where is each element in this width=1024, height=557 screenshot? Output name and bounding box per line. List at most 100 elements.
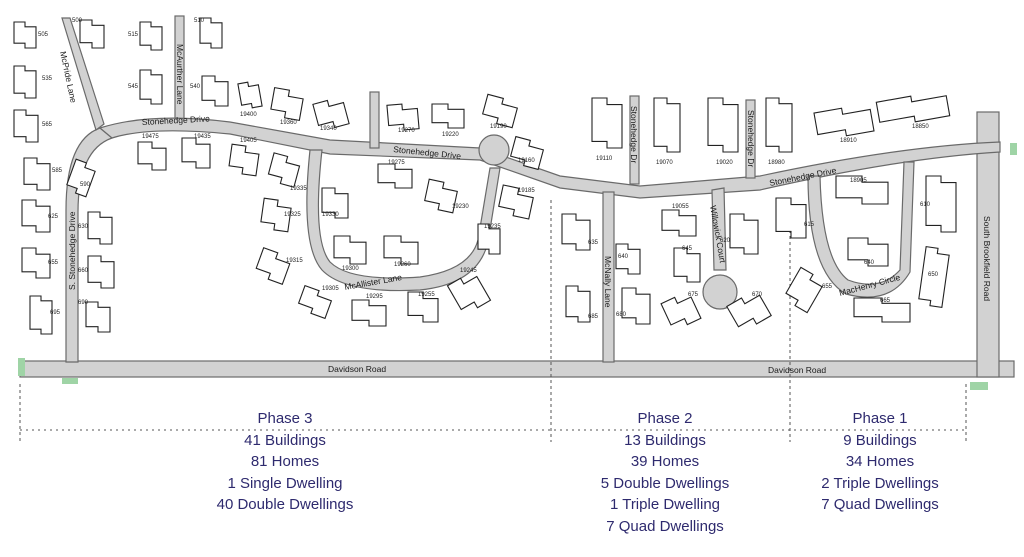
building-footprint: [726, 294, 772, 328]
buildings: [13, 17, 957, 335]
phase-buildings: 9 Buildings: [843, 431, 917, 449]
address-label: 680: [616, 312, 627, 318]
address-label: 19305: [322, 286, 339, 292]
building-footprint: [653, 97, 681, 153]
building-footprint: [765, 97, 793, 153]
building-footprint: [377, 163, 413, 189]
address-label: 665: [880, 298, 891, 304]
address-label: 645: [682, 246, 693, 252]
phase-2-summary: Phase 2 13 Buildings 39 Homes 5 Double D…: [570, 408, 760, 537]
phase-homes: 34 Homes: [845, 453, 915, 470]
building-footprint: [199, 17, 223, 49]
address-label: 19020: [716, 160, 733, 166]
building-footprint: [481, 93, 519, 129]
building-footprint: [270, 86, 304, 122]
building-footprint: [137, 141, 167, 171]
stonehedge-dr-west: [629, 95, 640, 185]
building-footprint: [66, 158, 96, 198]
building-footprint: [255, 247, 291, 285]
address-label: 625: [48, 214, 59, 220]
phase-line: 2 Triple Dwellings: [821, 474, 939, 492]
address-label: 19070: [656, 160, 673, 166]
address-label: 650: [928, 272, 939, 278]
address-label: 685: [588, 314, 599, 320]
address-label: 19335: [290, 186, 307, 192]
address-label: 18850: [912, 124, 929, 130]
machenry-circle: [807, 161, 915, 298]
address-label: 18905: [850, 178, 867, 184]
building-footprint: [660, 296, 702, 326]
address-label: 660: [78, 268, 89, 274]
phase-buildings: 41 Buildings: [244, 431, 326, 449]
address-label: 670: [752, 292, 763, 298]
address-label: 19295: [366, 294, 383, 300]
side-road-north: [369, 91, 380, 149]
building-footprint: [498, 184, 534, 220]
building-footprint: [228, 143, 260, 177]
address-label: 19190: [490, 124, 507, 130]
address-label: 19185: [518, 188, 535, 194]
address-label: 510: [194, 18, 205, 24]
address-label: 655: [822, 284, 833, 290]
phase-line: 5 Double Dwellings: [600, 474, 730, 492]
building-footprint: [351, 299, 387, 327]
building-footprint: [615, 243, 641, 275]
phase-3-summary: Phase 3 41 Buildings 81 Homes 1 Single D…: [190, 408, 380, 516]
label-mcnally-lane: McNally Lane: [603, 256, 613, 308]
building-footprint: [729, 213, 759, 255]
phase-buildings: 13 Buildings: [624, 431, 706, 449]
building-footprint: [13, 109, 39, 143]
address-label: 19270: [398, 128, 415, 134]
building-footprint: [312, 99, 350, 129]
label-s-stonehedge-drive: S. Stonehedge Drive: [67, 211, 77, 290]
building-footprint: [835, 175, 889, 205]
willowick-court: [711, 187, 727, 271]
building-footprint: [139, 69, 163, 105]
address-label: 640: [864, 260, 875, 266]
address-label: 630: [78, 224, 89, 230]
address-label: 655: [48, 260, 59, 266]
mcpride-lane: [61, 17, 105, 131]
label-stonehedge-dr: Stonehedge Dr: [746, 110, 756, 167]
building-footprint: [21, 247, 51, 279]
willowick-cul-de-sac: [702, 274, 738, 310]
address-label: 18980: [768, 160, 785, 166]
label-stonehedge-drive: Stonehedge Drive: [142, 113, 211, 127]
building-footprint: [386, 103, 420, 131]
building-footprint: [407, 291, 439, 323]
entrance-marker: [1010, 143, 1017, 155]
building-footprint: [87, 211, 113, 245]
address-label: 635: [588, 240, 599, 246]
building-footprint: [13, 21, 37, 49]
phase-1-summary: Phase 1 9 Buildings 34 Homes 2 Triple Dw…: [785, 408, 975, 516]
label-south-brookfield-road: South Brookfield Road: [982, 216, 992, 301]
building-footprint: [181, 137, 211, 169]
phase-line: 7 Quad Dwellings: [821, 496, 939, 513]
building-footprint: [237, 81, 263, 109]
address-label: 615: [804, 222, 815, 228]
building-footprint: [621, 287, 651, 325]
address-label: 19275: [388, 160, 405, 166]
phase-line: 1 Triple Dwelling: [609, 496, 721, 513]
address-label: 695: [50, 310, 61, 316]
building-footprint: [29, 295, 53, 335]
address-label: 19400: [240, 112, 257, 118]
building-footprint: [333, 235, 367, 265]
address-label: 675: [688, 292, 699, 298]
address-label: 19260: [394, 262, 411, 268]
stonehedge-drive: [98, 117, 1001, 199]
building-footprint: [424, 178, 458, 214]
address-label: 19330: [322, 212, 339, 218]
building-footprint: [775, 197, 807, 239]
building-footprint: [707, 97, 739, 153]
address-label: 610: [920, 202, 931, 208]
building-footprint: [23, 157, 51, 191]
phase-line: 7 Quad Dwellings: [606, 517, 724, 535]
building-footprint: [79, 19, 105, 49]
address-label: 590: [80, 182, 91, 188]
address-label: 19255: [418, 292, 435, 298]
building-footprint: [477, 223, 501, 255]
address-label: 19245: [460, 268, 477, 274]
building-footprint: [853, 297, 911, 323]
